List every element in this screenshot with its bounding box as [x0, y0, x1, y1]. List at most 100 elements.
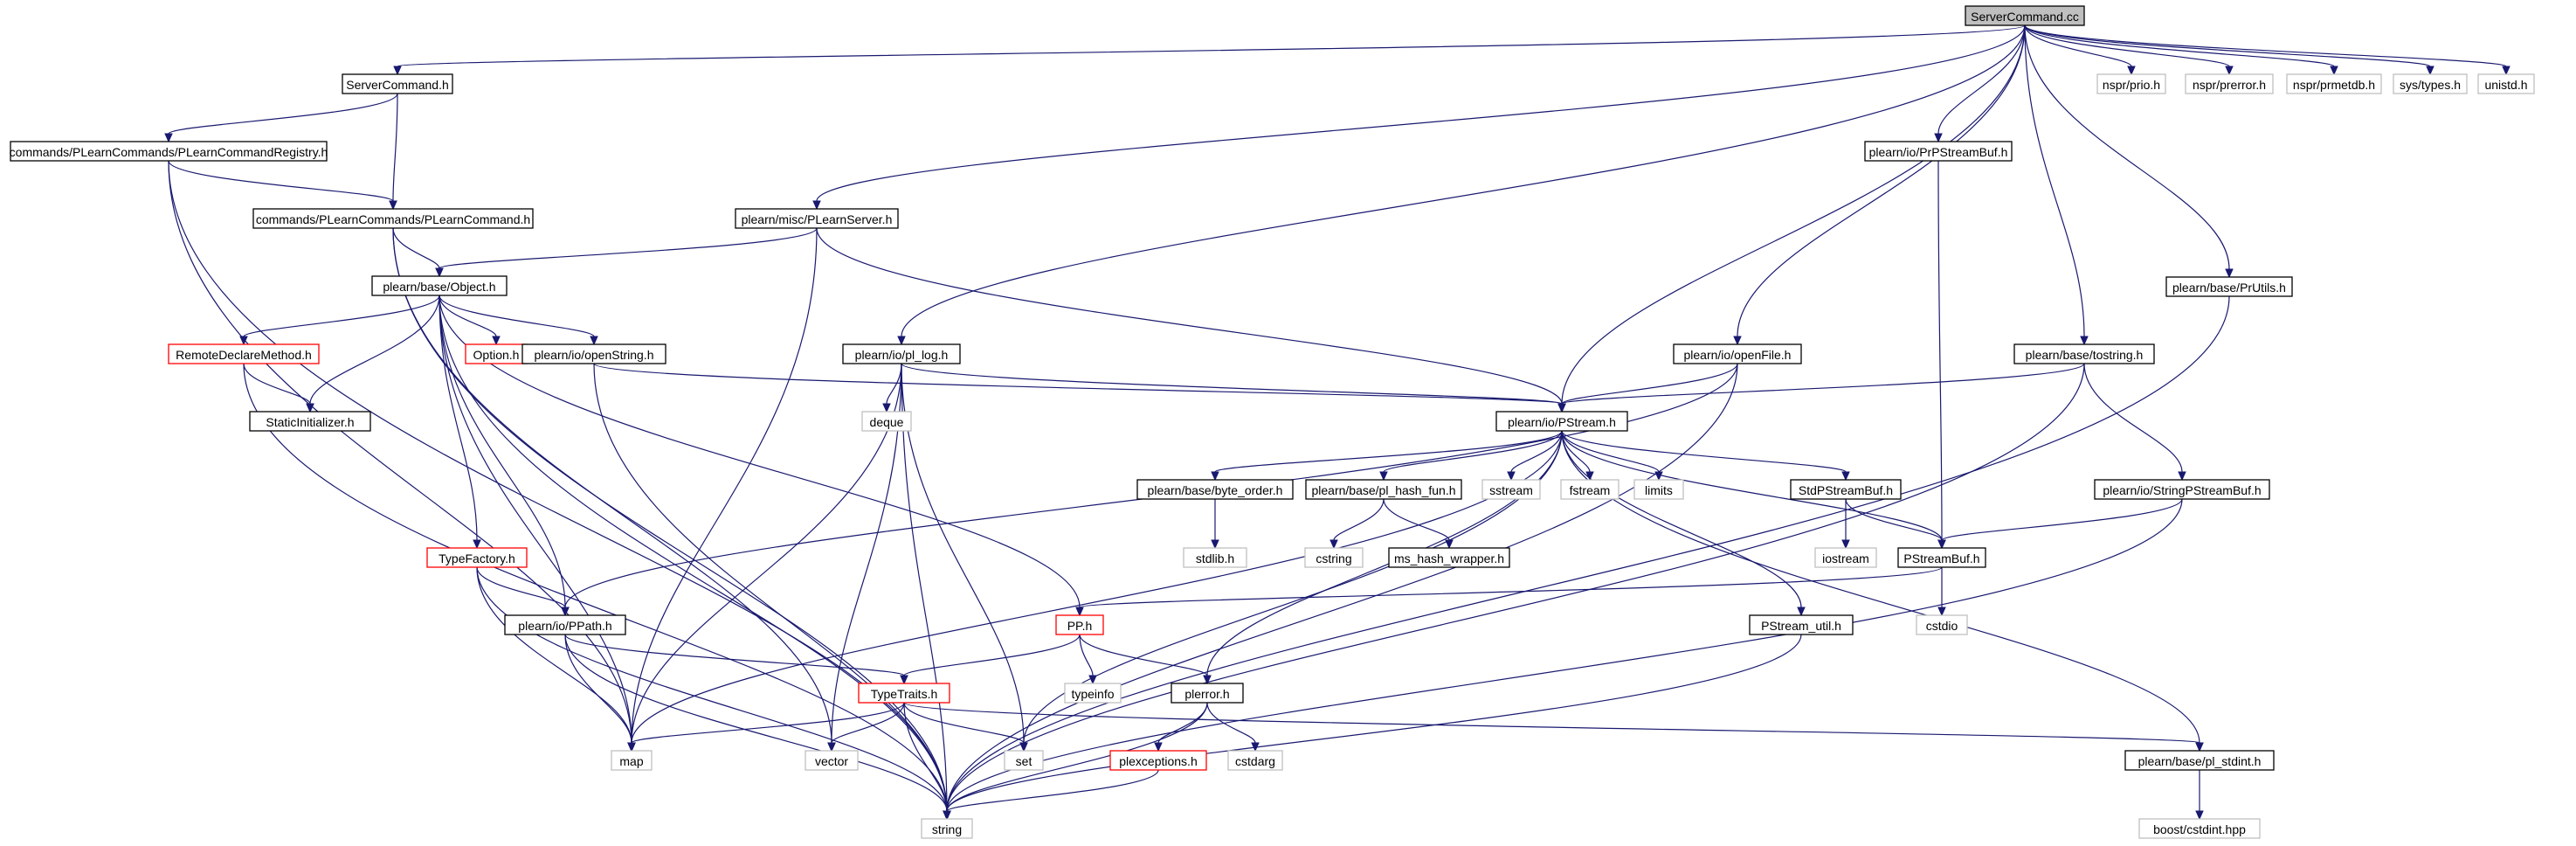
- node-plerror-h[interactable]: plerror.h: [1171, 683, 1244, 704]
- node-servercommand-cc[interactable]: ServerCommand.cc: [1965, 5, 2085, 26]
- node-plearn-io-openfile-h[interactable]: plearn/io/openFile.h: [1673, 343, 1802, 364]
- node-fstream: fstream: [1560, 479, 1619, 500]
- edge-arrowhead: [1507, 471, 1516, 482]
- node-pstream-util-h[interactable]: PStream_util.h: [1749, 614, 1854, 635]
- node-label: plearn/io/openString.h: [535, 348, 654, 362]
- node-plearn-misc-plearnserver-h[interactable]: plearn/misc/PLearnServer.h: [735, 208, 899, 229]
- edge-arrowhead: [1654, 471, 1663, 482]
- edge-arrowhead: [2195, 742, 2204, 752]
- edge-plearncommand_h-to-object_h: [392, 227, 444, 278]
- node-commands-plearncommands-plearncommand-h[interactable]: commands/PLearnCommands/PLearnCommand.h: [252, 208, 534, 229]
- edge-stdpstreambuf_h-to-iostream: [1841, 498, 1850, 550]
- edge-tostring_h-to-stringpstreambuf_h: [2083, 363, 2186, 482]
- edge-arrowhead: [1203, 675, 1212, 685]
- node-box: [1790, 479, 1902, 500]
- node-box: [1388, 547, 1510, 568]
- node-string: string: [921, 818, 973, 839]
- node-box: [858, 683, 950, 704]
- edge-typetraits_h-to-map: [627, 702, 905, 752]
- node-plearn-base-pl-stdint-h[interactable]: plearn/base/pl_stdint.h: [2124, 750, 2275, 771]
- edge-line: [946, 363, 2085, 812]
- node-option-h[interactable]: Option.h: [465, 343, 528, 364]
- node-box: [252, 208, 534, 229]
- node-label: typeinfo: [1071, 687, 1114, 701]
- edge-plhashfun_h-to-mshash_h: [1383, 498, 1454, 550]
- node-typetraits-h[interactable]: TypeTraits.h: [858, 683, 950, 704]
- node-plearn-io-prpstreambuf-h[interactable]: plearn/io/PrPStreamBuf.h: [1864, 141, 2013, 162]
- edge-root-to-openfile_h: [1733, 24, 2026, 346]
- node-pp-h[interactable]: PP.h: [1055, 614, 1104, 635]
- edge-arrowhead: [389, 200, 397, 211]
- edge-line: [564, 634, 632, 744]
- node-label: ServerCommand.cc: [1971, 10, 2079, 24]
- node-plearn-base-object-h[interactable]: plearn/base/Object.h: [371, 275, 508, 296]
- edge-arrowhead: [1211, 539, 1219, 550]
- node-staticinitializer-h[interactable]: StaticInitializer.h: [249, 411, 371, 432]
- node-box: [1183, 547, 1247, 568]
- node-box: [1304, 547, 1364, 568]
- edge-root-to-nsprprmetdb: [2024, 24, 2338, 76]
- edge-line: [2024, 24, 2230, 67]
- node-iostream: iostream: [1814, 547, 1877, 568]
- edge-pstream_h-to-byteorder_h: [1211, 430, 1563, 482]
- node-ms-hash-wrapper-h[interactable]: ms_hash_wrapper.h: [1388, 547, 1510, 568]
- node-plearn-io-pstream-h[interactable]: plearn/io/PStream.h: [1495, 411, 1628, 432]
- node-box: [2013, 343, 2155, 364]
- node-label: plearn/base/tostring.h: [2026, 348, 2144, 362]
- node-plearn-io-openstring-h[interactable]: plearn/io/openString.h: [521, 343, 666, 364]
- node-label: nspr/prerror.h: [2193, 78, 2266, 92]
- node-typefactory-h[interactable]: TypeFactory.h: [426, 547, 528, 568]
- edge-typetraits_h-to-vector: [827, 702, 905, 752]
- edge-arrowhead: [1797, 607, 1806, 617]
- node-box: [10, 141, 328, 162]
- edge-arrowhead: [435, 267, 444, 278]
- edge-line: [816, 24, 2026, 202]
- edge-line: [564, 634, 948, 812]
- node-label: sstream: [1489, 483, 1533, 497]
- edge-pstream_h-to-pstreamutil_h: [1561, 430, 1806, 617]
- node-commands-plearncommands-plearncommandregistry-h[interactable]: commands/PLearnCommands/PLearnCommandReg…: [10, 141, 328, 162]
- node-plearn-base-byte-order-h[interactable]: plearn/base/byte_order.h: [1136, 479, 1294, 500]
- node-label: plearn/io/openFile.h: [1684, 348, 1792, 362]
- node-plearn-base-tostring-h[interactable]: plearn/base/tostring.h: [2013, 343, 2155, 364]
- node-label: cstdio: [1926, 619, 1958, 633]
- edge-arrowhead: [473, 539, 481, 550]
- node-plearn-io-ppath-h[interactable]: plearn/io/PPath.h: [504, 614, 626, 635]
- node-label: cstring: [1316, 551, 1351, 565]
- node-box: [504, 614, 626, 635]
- node-pstreambuf-h[interactable]: PStreamBuf.h: [1897, 547, 1986, 568]
- node-label: plearn/misc/PLearnServer.h: [742, 212, 893, 226]
- edge-arrowhead: [1379, 471, 1388, 482]
- node-label: PP.h: [1067, 619, 1093, 633]
- node-box: [1560, 479, 1619, 500]
- edge-line: [946, 363, 1738, 812]
- edge-line: [593, 363, 1563, 405]
- node-box: [1633, 479, 1684, 500]
- node-plearn-base-pl-hash-fun-h[interactable]: plearn/base/pl_hash_fun.h: [1305, 479, 1462, 500]
- edge-object_h-to-remotedeclare_h: [239, 295, 440, 346]
- edge-line: [903, 634, 1081, 676]
- node-stdpstreambuf-h[interactable]: StdPStreamBuf.h: [1790, 479, 1902, 500]
- node-servercommand-h[interactable]: ServerCommand.h: [342, 73, 453, 94]
- edge-line: [476, 566, 632, 744]
- node-box: [521, 343, 666, 364]
- edge-line: [1206, 430, 1563, 676]
- edge-arrowhead: [1251, 742, 1260, 752]
- node-label: RemoteDeclareMethod.h: [176, 348, 312, 362]
- node-remotedeclaremethod-h[interactable]: RemoteDeclareMethod.h: [168, 343, 320, 364]
- edge-root-to-prpstreambuf_h: [1934, 24, 2026, 143]
- graph-edges: [164, 24, 2510, 821]
- node-box: [2096, 73, 2166, 94]
- edge-registry_h-to-plearncommand_h: [168, 160, 397, 211]
- node-box: [735, 208, 899, 229]
- node-label: Option.h: [473, 348, 520, 362]
- node-typeinfo: typeinfo: [1064, 683, 1122, 704]
- node-label: plearn/base/PrUtils.h: [2172, 281, 2286, 295]
- edge-pp_h-to-typetraits_h: [900, 634, 1081, 685]
- node-plearn-io-stringpstreambuf-h[interactable]: plearn/io/StringPStreamBuf.h: [2094, 479, 2270, 500]
- node-plearn-io-pl-log-h[interactable]: plearn/io/pl_log.h: [842, 343, 961, 364]
- node-label: nspr/prmetdb.h: [2293, 78, 2375, 92]
- node-plearn-base-prutils-h[interactable]: plearn/base/PrUtils.h: [2165, 276, 2293, 297]
- node-plexceptions-h[interactable]: plexceptions.h: [1109, 750, 1207, 771]
